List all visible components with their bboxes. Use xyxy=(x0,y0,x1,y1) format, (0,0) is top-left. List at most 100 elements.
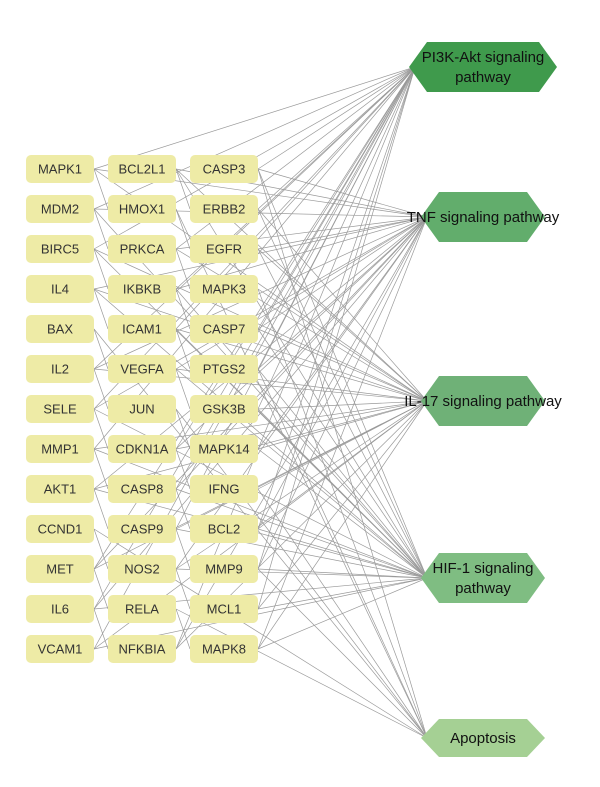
gene-label: ICAM1 xyxy=(122,322,162,337)
gene-node-mapk1: MAPK1 xyxy=(26,155,94,183)
gene-node-met: MET xyxy=(26,555,94,583)
gene-node-mcl1: MCL1 xyxy=(190,595,258,623)
edge-prkca-to-pathway-3 xyxy=(175,248,428,402)
gene-box xyxy=(190,435,258,463)
pathway-hexagon xyxy=(421,192,545,242)
edge-jun-to-mapk14 xyxy=(175,408,191,450)
gene-box xyxy=(190,635,258,663)
gene-label: MAPK14 xyxy=(198,442,249,457)
gene-box xyxy=(190,315,258,343)
edge-akt1-to-pathway-4 xyxy=(93,488,428,579)
gene-node-jun: JUN xyxy=(108,395,176,423)
gene-label: IKBKB xyxy=(123,282,161,297)
edge-cdkn1a-to-ifng xyxy=(175,448,191,490)
edge-gsk3b-to-pathway-3 xyxy=(257,400,428,410)
gene-node-mapk3: MAPK3 xyxy=(190,275,258,303)
gene-box xyxy=(26,595,94,623)
gene-box xyxy=(108,475,176,503)
gene-label: VCAM1 xyxy=(38,642,83,657)
edge-sele-to-cdkn1a xyxy=(93,408,109,450)
gene-label: MMP9 xyxy=(205,562,243,577)
gene-label: IFNG xyxy=(208,482,239,497)
pathway-hexagon xyxy=(421,719,545,757)
edge-mmp1-to-casp8 xyxy=(93,448,109,490)
edge-erbb2-to-pathway-3 xyxy=(257,208,428,402)
gene-box xyxy=(108,355,176,383)
gene-box xyxy=(190,195,258,223)
edge-mcl1-to-pathway-4 xyxy=(257,577,428,610)
gene-label: BAX xyxy=(47,322,73,337)
gene-box xyxy=(108,155,176,183)
edge-egfr-to-pathway-2 xyxy=(257,216,428,250)
gene-label: ERBB2 xyxy=(203,202,246,217)
gene-box xyxy=(26,315,94,343)
edge-mmp9-to-pathway-1 xyxy=(257,66,416,570)
gene-label: IL2 xyxy=(51,362,69,377)
edge-casp7-to-pathway-1 xyxy=(257,66,416,330)
gene-label: SELE xyxy=(43,402,77,417)
gene-box xyxy=(190,395,258,423)
gene-node-casp7: CASP7 xyxy=(190,315,258,343)
edge-icam1-to-ptgs2 xyxy=(175,328,191,370)
gene-label: HMOX1 xyxy=(119,202,165,217)
gene-label: NFKBIA xyxy=(119,642,166,657)
gene-label: EGFR xyxy=(206,242,242,257)
edge-casp9-to-mmp9 xyxy=(175,528,191,570)
edge-mapk14-to-pathway-2 xyxy=(257,216,428,450)
gene-node-mdm2: MDM2 xyxy=(26,195,94,223)
gene-box xyxy=(108,555,176,583)
gene-label: CASP9 xyxy=(121,522,164,537)
edge-mmp9-to-pathway-2 xyxy=(257,216,428,570)
pathway-label: PI3K-Akt signaling xyxy=(422,49,545,66)
gene-box xyxy=(108,275,176,303)
gene-label: BCL2L1 xyxy=(119,162,166,177)
gene-label: GSK3B xyxy=(202,402,245,417)
edge-bax-to-vegfa xyxy=(93,328,109,370)
edge-mapk8-to-pathway-4 xyxy=(257,577,428,650)
edge-il2-to-pathway-2 xyxy=(93,216,428,370)
gene-box xyxy=(108,515,176,543)
gene-node-birc5: BIRC5 xyxy=(26,235,94,263)
gene-label: CASP7 xyxy=(203,322,246,337)
gene-box xyxy=(26,475,94,503)
gene-node-erbb2: ERBB2 xyxy=(190,195,258,223)
edge-egfr-to-pathway-3 xyxy=(257,248,428,402)
gene-box xyxy=(190,475,258,503)
gene-label: MAPK8 xyxy=(202,642,246,657)
gene-box xyxy=(26,155,94,183)
gene-label: CASP3 xyxy=(203,162,246,177)
gene-label: PTGS2 xyxy=(203,362,246,377)
gene-label: IL6 xyxy=(51,602,69,617)
gene-node-il2: IL2 xyxy=(26,355,94,383)
gene-node-bcl2: BCL2 xyxy=(190,515,258,543)
gene-box xyxy=(190,555,258,583)
gene-node-cdkn1a: CDKN1A xyxy=(108,435,176,463)
edge-mcl1-to-pathway-3 xyxy=(257,400,428,610)
pathway-node-1: PI3K-Akt signaling pathway xyxy=(409,42,557,92)
gene-label: NOS2 xyxy=(124,562,159,577)
gene-box xyxy=(26,635,94,663)
pathway-hexagon xyxy=(421,553,545,603)
gene-box xyxy=(108,595,176,623)
edge-mapk14-to-pathway-3 xyxy=(257,400,428,450)
pathway-label: pathway xyxy=(455,69,511,86)
pathway-node-3: IL-17 signaling pathway xyxy=(404,376,562,426)
gene-node-prkca: PRKCA xyxy=(108,235,176,263)
gene-box xyxy=(190,355,258,383)
gene-label: MAPK3 xyxy=(202,282,246,297)
gene-node-gsk3b: GSK3B xyxy=(190,395,258,423)
edge-ifng-to-pathway-3 xyxy=(257,400,428,490)
edge-ccnd1-to-nos2 xyxy=(93,528,109,570)
gene-node-nos2: NOS2 xyxy=(108,555,176,583)
gene-node-nfkbia: NFKBIA xyxy=(108,635,176,663)
gene-label: MMP1 xyxy=(41,442,79,457)
gene-label: MCL1 xyxy=(207,602,242,617)
gene-box xyxy=(190,235,258,263)
pathway-label: Apoptosis xyxy=(450,730,516,747)
pathway-label: TNF signaling pathway xyxy=(407,209,560,226)
gene-nodes: MAPK1MDM2BIRC5IL4BAXIL2SELEMMP1AKT1CCND1… xyxy=(26,155,258,663)
edge-cdkn1a-to-pathway-1 xyxy=(175,66,416,450)
gene-box xyxy=(26,435,94,463)
